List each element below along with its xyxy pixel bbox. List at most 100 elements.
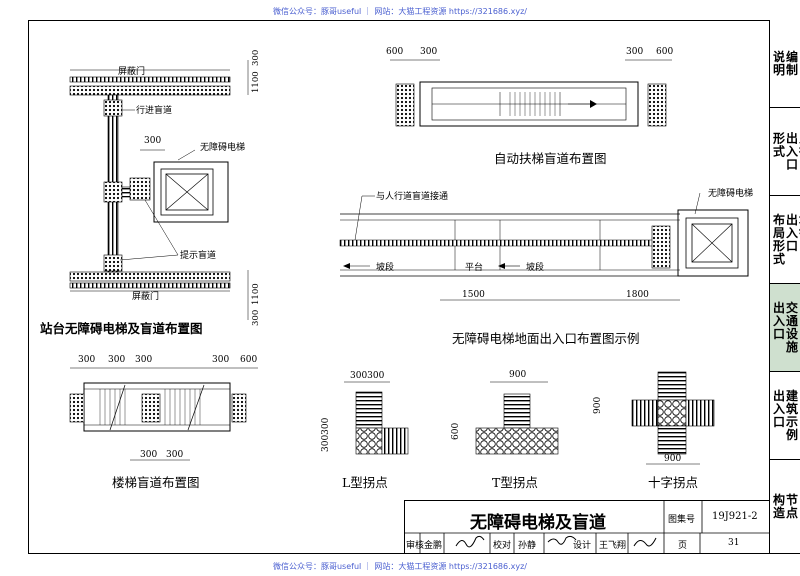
section-sidebar: 说明编制形式出入口人行布局形式出入口地铁出入口交通设施出入口建筑示例构造节点	[770, 20, 800, 554]
section-tab-line: 形式	[773, 132, 785, 171]
dim-bottom-300: 300	[251, 310, 261, 326]
section-tab-char: 口	[786, 238, 799, 253]
section-tab-char: 说	[773, 49, 786, 64]
escalator-plan: 600 300 300 600	[386, 47, 673, 127]
warning-strip-top	[69, 85, 231, 96]
section-tab-char: 施	[786, 339, 799, 354]
dim-top-300: 300	[251, 50, 261, 66]
section-tab-label: 构造节点	[773, 492, 799, 520]
stair-dim-5: 600	[240, 355, 257, 365]
atlas-number: 19J921-2	[712, 511, 758, 522]
section-tab-char: 入	[786, 144, 799, 158]
section-tab-char: 出	[773, 388, 786, 403]
design-label: 设计	[573, 541, 592, 551]
escalator-tile-left	[395, 83, 415, 127]
section-tab-label: 说明编制	[773, 49, 799, 77]
section-tab-char: 设	[786, 326, 799, 341]
section-tab-char: 构	[773, 492, 786, 507]
section-tab-4[interactable]: 出入口交通设施	[770, 284, 800, 372]
section-tab-6[interactable]: 构造节点	[770, 460, 800, 554]
dim-1500: 1500	[462, 290, 485, 300]
stair-dim-b1: 300	[140, 450, 157, 460]
t-dim-side: 600	[451, 423, 461, 440]
l-dim-top: 300300	[350, 371, 385, 381]
section-tab-char: 明	[773, 62, 786, 77]
section-tab-label: 出入口交通设施	[773, 301, 799, 354]
label-travel: 行进盲道	[136, 104, 172, 116]
label-slope-right: 坡段	[526, 261, 544, 273]
drawing-frame	[28, 20, 770, 554]
esc-dim-3: 300	[626, 47, 643, 57]
atlas-label: 图集号	[668, 515, 696, 525]
section-tab-line: 出入口	[786, 132, 798, 171]
section-tab-char: 例	[786, 427, 799, 442]
title-block	[404, 500, 770, 554]
section-tab-char: 入	[773, 313, 786, 328]
esc-dim-1: 600	[386, 47, 403, 57]
section-tab-char: 节	[786, 492, 799, 507]
section-tab-char: 形	[773, 131, 786, 145]
section-tab-line: 编制	[786, 49, 799, 77]
label-slope-left: 坡段	[376, 261, 394, 273]
section-tab-char: 口	[773, 414, 786, 429]
section-tab-char: 制	[786, 62, 799, 77]
watermark-bottom: 微信公众号：豚哥useful ｜ 网站：大猫工程资源 https://32168…	[272, 562, 528, 571]
check-label: 校对	[493, 541, 512, 551]
esc-dim-4: 600	[656, 47, 673, 57]
section-tab-line: 出入口	[786, 212, 799, 266]
section-tab-char: 口	[773, 326, 786, 341]
review-label: 审核	[406, 541, 425, 551]
dim-top-1100: 1100	[251, 71, 261, 93]
cross-turn-detail: 900 900	[593, 371, 715, 465]
section-tab-1[interactable]: 说明编制	[770, 20, 800, 108]
section-tab-char: 编	[786, 49, 799, 64]
t-turn-detail: 900 600	[451, 370, 559, 455]
warning-strip-bottom	[69, 271, 231, 282]
section-tab-char: 式	[773, 144, 786, 158]
caption-stair: 楼梯盲道布置图	[112, 475, 200, 490]
caption-t-turn: T型拐点	[492, 475, 538, 490]
label-warning: 提示盲道	[180, 249, 216, 261]
section-tab-char: 形	[773, 238, 786, 253]
ground-plan: 与人行道盲道接通 无障碍电梯 坡段 平台 坡段 1500 1800	[339, 187, 753, 301]
watermark-top: 微信公众号：豚哥useful ｜ 网站：大猫工程资源 https://32168…	[272, 7, 528, 16]
section-tab-char: 出	[786, 212, 799, 227]
esc-dim-2: 300	[420, 47, 437, 57]
section-tab-char: 点	[786, 505, 799, 520]
section-tab-label: 布局形式出入口地铁	[773, 212, 800, 266]
section-tab-char: 建	[786, 388, 799, 403]
section-tab-char: 式	[773, 251, 786, 266]
escalator-tile-right	[647, 83, 667, 127]
l-dim-side: 300300	[321, 417, 331, 452]
section-tab-line: 交通设施	[786, 301, 799, 354]
section-tab-char: 造	[773, 505, 786, 520]
label-elevator: 无障碍电梯	[200, 141, 245, 153]
page-number: 31	[728, 538, 740, 548]
label-ground-elevator: 无障碍电梯	[708, 187, 753, 199]
stair-dim-1: 300	[78, 355, 95, 365]
label-platform: 平台	[465, 261, 483, 273]
cross-dim-bottom: 900	[664, 454, 681, 464]
caption-platform: 站台无障碍电梯及盲道布置图	[40, 321, 203, 336]
section-tab-line: 出入口	[773, 388, 786, 442]
l-turn-detail: 300300 300300	[321, 371, 409, 455]
stair-dim-2: 300	[108, 355, 125, 365]
title-block-grid	[404, 500, 770, 554]
label-connect: 与人行道盲道接通	[376, 190, 448, 202]
section-tab-char: 口	[786, 157, 799, 171]
screen-door-top	[69, 76, 231, 83]
section-tab-5[interactable]: 出入口建筑示例	[770, 372, 800, 460]
section-tab-char: 通	[786, 313, 799, 328]
cross-dim-side: 900	[593, 397, 603, 414]
section-tab-line: 布局形式	[773, 213, 786, 266]
caption-l-turn: L型拐点	[342, 475, 388, 490]
section-tab-3[interactable]: 布局形式出入口地铁	[770, 196, 800, 284]
section-tab-char: 局	[773, 225, 786, 240]
t-dim-top: 900	[509, 370, 526, 380]
designer-name: 王飞翔	[599, 541, 627, 551]
platform-plan: 行进盲道 无障碍电梯 提示盲道 屏蔽门 屏蔽门 300 1100 300 110…	[69, 50, 261, 326]
section-tab-label: 出入口建筑示例	[773, 388, 799, 442]
screen-door-bottom	[69, 282, 231, 289]
section-tab-line: 说明	[773, 49, 786, 77]
